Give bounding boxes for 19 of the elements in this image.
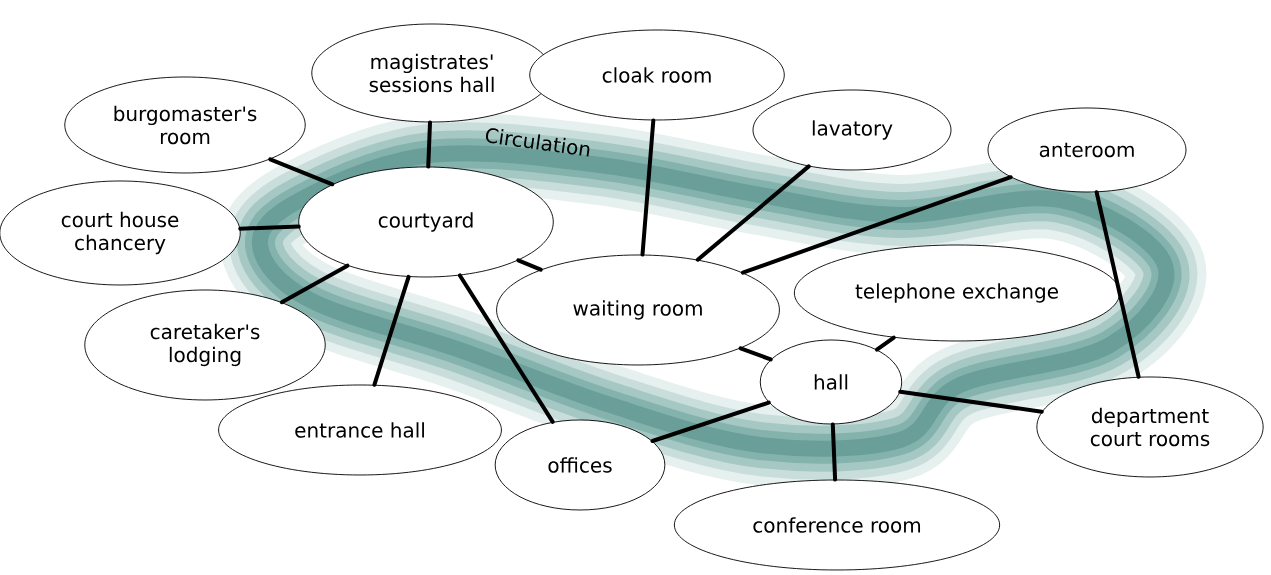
connector-line <box>268 157 335 187</box>
area-label: Circulation <box>485 128 590 157</box>
connector-line <box>695 164 811 262</box>
connector-line <box>650 400 771 443</box>
connector-line <box>898 389 1044 414</box>
connector-line <box>1094 190 1141 379</box>
connector-line <box>279 263 350 305</box>
connector-line <box>372 274 411 387</box>
connector-line <box>830 422 838 482</box>
connector-line <box>738 346 773 362</box>
connector-line <box>457 273 555 424</box>
node-label: conference room <box>753 517 921 533</box>
connector-line <box>640 118 656 257</box>
connector-line <box>874 335 896 352</box>
connector-line <box>740 175 1013 275</box>
connector-line <box>238 224 301 231</box>
connector-line <box>426 120 432 169</box>
node-label: department court rooms <box>1090 407 1210 447</box>
connector-line <box>516 258 543 272</box>
